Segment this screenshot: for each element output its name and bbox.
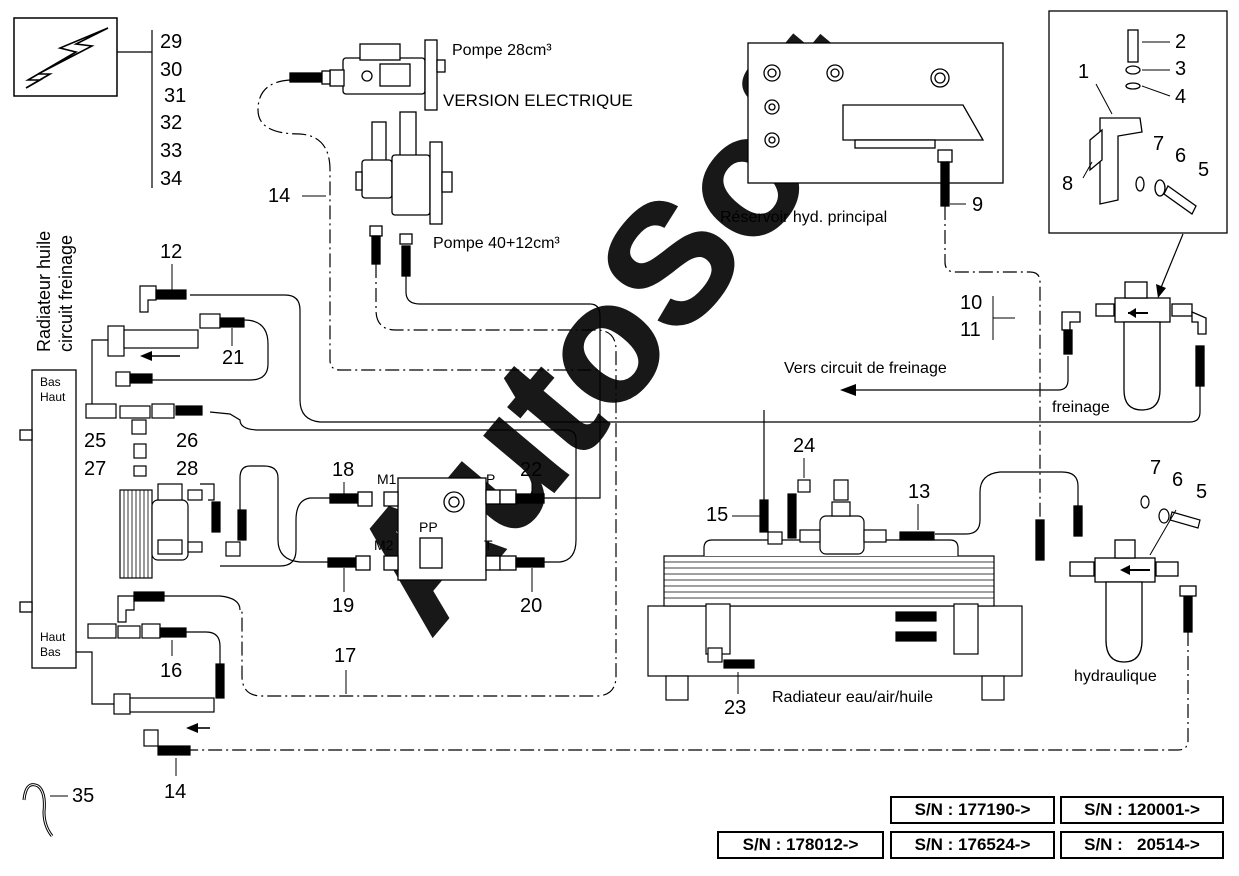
serial-number-20514: S/N : 20514-> bbox=[1060, 831, 1224, 859]
hydraulic-filter bbox=[1035, 505, 1197, 663]
callout-7b: 7 bbox=[1150, 457, 1161, 479]
version-electrique-label: VERSION ELECTRIQUE bbox=[443, 91, 633, 110]
hydraulique-label: hydraulique bbox=[1074, 668, 1157, 685]
upper-braking-callouts: 12 21 25 26 27 28 bbox=[84, 241, 244, 480]
callout-26: 26 bbox=[176, 430, 198, 452]
reservoir-return-line bbox=[944, 206, 1041, 530]
haut-bottom-label: Haut bbox=[40, 630, 66, 644]
callout-24: 24 bbox=[793, 435, 815, 457]
serial-number-177190: S/N : 177190-> bbox=[890, 796, 1055, 824]
radiator-ports: Bas Haut Haut Bas bbox=[40, 375, 66, 659]
callout-12: 12 bbox=[160, 241, 182, 263]
freinage-return bbox=[850, 356, 1069, 391]
callout-19: 19 bbox=[332, 595, 354, 617]
callout-23: 23 bbox=[724, 697, 746, 719]
callout-10: 10 bbox=[960, 292, 982, 314]
vers-freinage-label: Vers circuit de freinage bbox=[784, 360, 947, 377]
central-tee-assembly bbox=[759, 479, 935, 555]
callout-1: 1 bbox=[1078, 61, 1089, 83]
callout-25: 25 bbox=[84, 430, 106, 452]
radiateur-huile-label: Radiateur huile circuit freinage bbox=[34, 231, 76, 352]
callout-9: 9 bbox=[972, 194, 983, 216]
callout-17: 17 bbox=[334, 645, 356, 667]
braking-oil-radiator bbox=[19, 369, 77, 669]
bas-top-label: Bas bbox=[40, 375, 61, 389]
reservoir-label: Réservoir hyd. principal bbox=[720, 209, 887, 226]
callout-5a: 5 bbox=[1198, 159, 1209, 181]
valve-ports: M1 M2 P T PP bbox=[374, 471, 495, 553]
fan-motor-cooler bbox=[119, 483, 247, 579]
line-14-upper bbox=[257, 79, 600, 371]
main-reservoir bbox=[747, 42, 1004, 207]
pump-40-12 bbox=[355, 111, 453, 277]
bracket-leaders bbox=[1082, 41, 1171, 179]
bas-bottom-label: Bas bbox=[40, 645, 61, 659]
radiateur-huile-line1: Radiateur huile bbox=[34, 231, 54, 352]
callout-35: 35 bbox=[72, 785, 94, 807]
callout-32: 32 bbox=[160, 112, 182, 134]
center-callouts: 24 15 13 bbox=[706, 435, 930, 526]
electric-callouts: 29 30 31 32 33 34 bbox=[160, 31, 186, 190]
upper-braking-fittings bbox=[85, 285, 245, 477]
hydraulic-callouts: 7 6 5 bbox=[1150, 457, 1207, 503]
haut-top-label: Haut bbox=[40, 390, 66, 404]
hydraulic-bolt bbox=[1140, 495, 1201, 529]
callout-20: 20 bbox=[520, 595, 542, 617]
callout-5b: 5 bbox=[1196, 481, 1207, 503]
callout-7a: 7 bbox=[1153, 133, 1164, 155]
callout-11: 11 bbox=[960, 319, 981, 341]
callout-22: 22 bbox=[520, 459, 542, 481]
freinage-label: freinage bbox=[1052, 399, 1110, 416]
callout-13: 13 bbox=[908, 481, 930, 503]
callout-8: 8 bbox=[1062, 173, 1073, 195]
callout-21: 21 bbox=[222, 347, 244, 369]
radiateur-eau-label: Radiateur eau/air/huile bbox=[772, 689, 933, 706]
callout-14-upper: 14 bbox=[268, 185, 290, 207]
callout-18: 18 bbox=[332, 459, 354, 481]
serial-number-176524: S/N : 176524-> bbox=[890, 831, 1055, 859]
callout-34: 34 bbox=[160, 168, 182, 190]
port-m1: M1 bbox=[377, 471, 397, 487]
callout-4: 4 bbox=[1175, 86, 1186, 108]
port-m2: M2 bbox=[374, 537, 394, 553]
callout-14-lower: 14 bbox=[164, 781, 186, 803]
water-air-oil-radiator bbox=[647, 539, 1023, 701]
serial-number-120001: S/N : 120001-> bbox=[1060, 796, 1224, 824]
callout-6b: 6 bbox=[1172, 469, 1183, 491]
lower-braking-fittings bbox=[87, 591, 225, 756]
serial-number-178012: S/N : 178012-> bbox=[717, 831, 884, 859]
port-pp: PP bbox=[419, 519, 438, 535]
callout-33: 33 bbox=[160, 140, 182, 162]
callout-15: 15 bbox=[706, 504, 728, 526]
callout-2: 2 bbox=[1175, 31, 1186, 53]
port-t: T bbox=[484, 537, 493, 553]
lightning-bolt-icon bbox=[25, 27, 109, 89]
callout-30: 30 bbox=[160, 59, 182, 81]
callout-16: 16 bbox=[160, 660, 182, 682]
callout-31: 31 bbox=[164, 85, 186, 107]
pump-28-label: Pompe 28cm³ bbox=[452, 42, 552, 59]
callout-28: 28 bbox=[176, 458, 198, 480]
braking-filter bbox=[1061, 281, 1207, 411]
valve-callouts: 18 22 19 20 17 bbox=[332, 459, 542, 667]
callout-6a: 6 bbox=[1175, 145, 1186, 167]
pump-40-label: Pompe 40+12cm³ bbox=[433, 235, 560, 252]
electric-version-symbol bbox=[13, 17, 153, 188]
callout-3: 3 bbox=[1175, 58, 1186, 80]
bracket-callouts: 2 3 1 4 7 6 5 8 bbox=[1062, 31, 1209, 195]
pump-28-electric bbox=[289, 39, 446, 111]
lower-braking-callouts: 16 14 35 bbox=[72, 660, 186, 807]
radiateur-huile-line2: circuit freinage bbox=[56, 235, 76, 352]
callout-29: 29 bbox=[160, 31, 182, 53]
port-p: P bbox=[486, 471, 495, 487]
callouts-10-11: 10 11 bbox=[960, 292, 982, 341]
callout-27: 27 bbox=[84, 458, 106, 480]
bracket-detail-box bbox=[1048, 10, 1228, 234]
